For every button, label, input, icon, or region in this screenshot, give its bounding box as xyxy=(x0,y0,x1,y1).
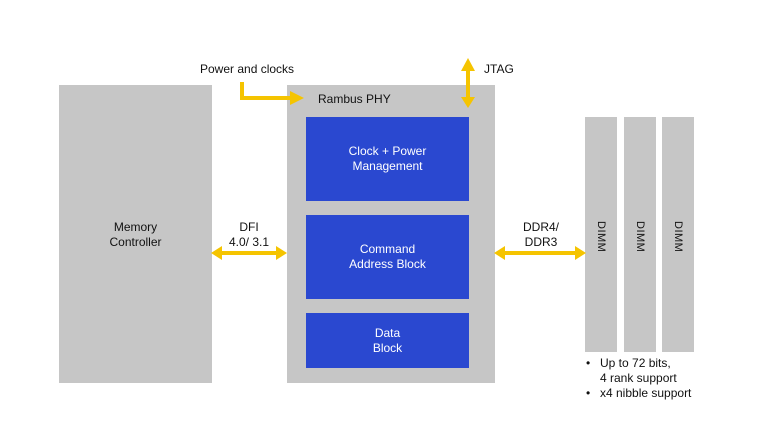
power-arrow-head xyxy=(290,91,304,105)
memory-controller-label: Memory Controller xyxy=(109,220,162,249)
dfi-arrow-head-right xyxy=(276,246,287,260)
power-and-clocks-label: Power and clocks xyxy=(200,62,295,76)
data-block: Data Block xyxy=(306,313,469,368)
dimm-label: DIMM xyxy=(595,221,607,253)
dfi-arrow-shaft xyxy=(220,251,278,255)
jtag-arrow-head-up xyxy=(461,58,475,71)
power-arrow-vertical xyxy=(240,82,244,100)
clock-power-management-block: Clock + Power Management xyxy=(306,117,469,201)
jtag-arrow-shaft xyxy=(466,70,470,102)
note-item: Up to 72 bits, 4 rank support xyxy=(585,356,765,386)
dfi-label: DFI 4.0/ 3.1 xyxy=(228,220,270,249)
dimm-module: DIMM xyxy=(624,117,656,352)
rambus-phy-title: Rambus PHY xyxy=(318,92,391,106)
memory-controller-block: Memory Controller xyxy=(59,85,212,383)
jtag-arrow-head-down xyxy=(461,97,475,108)
jtag-label: JTAG xyxy=(484,62,514,76)
ddr-arrow-head-right xyxy=(575,246,586,260)
dimm-label: DIMM xyxy=(634,221,646,253)
dfi-arrow-head-left xyxy=(211,246,222,260)
dimm-module: DIMM xyxy=(585,117,617,352)
rambus-phy-block: Rambus PHY Clock + Power Management Comm… xyxy=(287,85,495,383)
ddr-arrow-shaft xyxy=(503,251,577,255)
dimm-label: DIMM xyxy=(672,221,684,253)
power-arrow-horizontal xyxy=(240,96,292,100)
dimm-notes: Up to 72 bits, 4 rank support x4 nibble … xyxy=(585,356,765,401)
ddr-label: DDR4/ DDR3 xyxy=(522,220,559,249)
note-item: x4 nibble support xyxy=(585,386,765,401)
ddr-arrow-head-left xyxy=(494,246,505,260)
dimm-module: DIMM xyxy=(662,117,694,352)
command-address-block: Command Address Block xyxy=(306,215,469,299)
